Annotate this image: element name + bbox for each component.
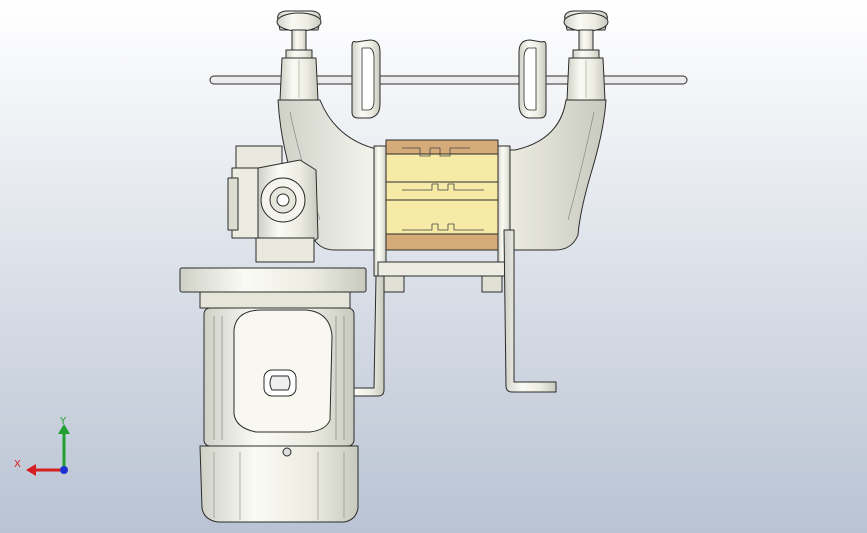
z-axis-origin (60, 466, 68, 474)
left-clamp-post[interactable] (276, 10, 322, 101)
y-axis-label: Y (59, 416, 67, 427)
motor-flange[interactable] (179, 267, 367, 309)
roller-assembly[interactable] (373, 139, 515, 293)
worm-gearbox[interactable] (227, 145, 319, 263)
axis-triad: Y X (14, 416, 70, 476)
right-bracket[interactable] (503, 229, 557, 393)
fan-cover[interactable] (199, 445, 359, 523)
right-clamp-post[interactable] (563, 10, 609, 101)
machine-model[interactable] (179, 10, 688, 523)
x-axis-arrowhead (26, 464, 36, 476)
x-axis-label: X (14, 459, 21, 470)
electric-motor[interactable] (199, 307, 359, 523)
y-axis-arrowhead (58, 424, 70, 434)
